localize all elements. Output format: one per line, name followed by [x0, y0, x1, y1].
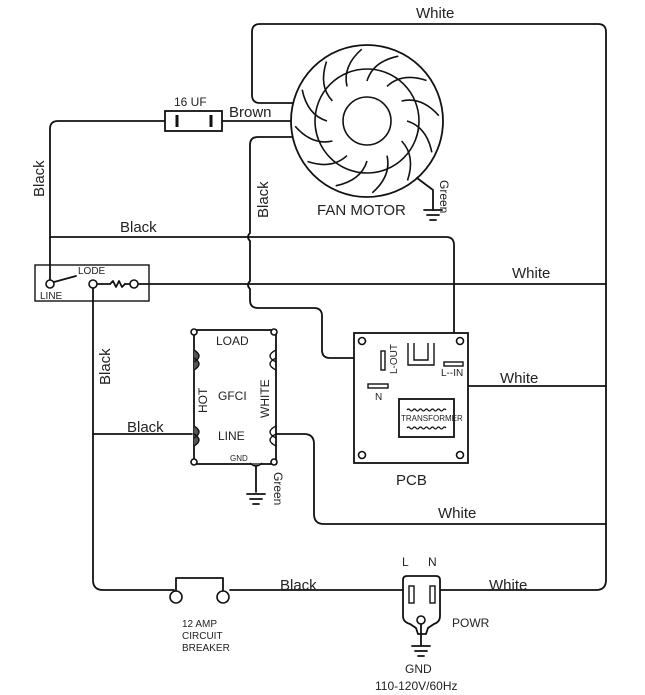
- fan-blade: [366, 55, 399, 82]
- circuit-breaker: 12 AMP CIRCUIT BREAKER: [169, 577, 230, 654]
- green-motor-label: Green: [437, 180, 451, 213]
- pcb-lout-label: L-OUT: [389, 344, 400, 374]
- gfci-gnd-label: GND: [230, 454, 248, 463]
- breaker-label-line2: CIRCUIT: [182, 631, 223, 642]
- wire-label-black-left: Black: [31, 160, 48, 197]
- capacitor-label: 16 UF: [174, 95, 207, 109]
- pcb-lin-label: L--IN: [441, 368, 463, 379]
- gfci-line-label: LINE: [218, 429, 245, 443]
- plug-ground-icon: [411, 645, 431, 657]
- motor-ground-icon: [423, 209, 443, 221]
- wire-black-lin: [49, 236, 455, 363]
- breaker-bridge: [175, 577, 224, 591]
- switch-housing: [34, 264, 150, 302]
- wire-label-black-bottom: Black: [280, 577, 317, 594]
- plug-gnd-label: GND: [405, 662, 432, 676]
- fan-blade: [386, 76, 427, 87]
- switch-terminal-line: [45, 279, 55, 289]
- fan-blade: [335, 160, 368, 187]
- fan-blade: [345, 48, 363, 87]
- fan-motor: Green FAN MOTOR: [290, 44, 451, 221]
- fan-blade: [301, 89, 328, 122]
- fan-blade: [294, 125, 333, 143]
- pcb-board: L-OUT L--IN N TRANSFORMER PCB: [353, 332, 469, 489]
- wire-label-black-top: Black: [120, 219, 157, 236]
- pcb-label: PCB: [396, 472, 427, 489]
- gfci-body: [193, 329, 277, 465]
- fan-motor-outer: [290, 44, 444, 198]
- wire-label-white-pcb: White: [500, 370, 538, 387]
- fan-blade: [371, 155, 389, 194]
- power-label: POWR: [452, 616, 490, 630]
- fan-blades-icon: [294, 48, 440, 194]
- wires: [49, 23, 607, 591]
- capacitor-body: [164, 110, 223, 132]
- selector-switch: LODE LINE: [34, 264, 150, 302]
- wire-label-white-gfci: White: [438, 505, 476, 522]
- pcb-lout-terminal: [380, 350, 386, 371]
- power-rating-label: 110-120V/60Hz: [375, 679, 458, 693]
- fan-motor-label: FAN MOTOR: [317, 202, 406, 219]
- gfci-center-label: GFCI: [218, 389, 247, 403]
- wire-black-motor: [247, 136, 383, 359]
- plug-n-label: N: [428, 555, 437, 569]
- wire-label-white-top: White: [416, 5, 454, 22]
- switch-bottom-label: LINE: [40, 291, 63, 302]
- gfci-hot-label: HOT: [196, 387, 210, 413]
- plug-l-label: L: [402, 555, 409, 569]
- breaker-label-line3: BREAKER: [182, 643, 230, 654]
- gfci-terminal-icons: [193, 349, 277, 467]
- transformer-label: TRANSFORMER: [401, 414, 463, 423]
- capacitor: 16 UF: [164, 95, 223, 132]
- pcb-n-label: N: [375, 392, 382, 403]
- wire-black-capacitor: [49, 120, 166, 285]
- wire-label-white-switch: White: [512, 265, 550, 282]
- plug-ground-pin: [416, 615, 426, 625]
- fan-blade: [307, 155, 348, 166]
- fan-blade: [406, 120, 433, 153]
- gfci-ground-icon: [246, 493, 266, 505]
- wire-label-black-lower: Black: [97, 348, 114, 385]
- gfci-white-label: WHITE: [258, 379, 272, 418]
- breaker-label-line1: 12 AMP: [182, 619, 217, 630]
- fan-blade: [401, 140, 412, 181]
- wire-label-black-gfci: Black: [127, 419, 164, 436]
- wire-labels: White Brown Black Black Black White Whit…: [31, 5, 550, 594]
- switch-terminal-common: [88, 279, 98, 289]
- fan-blade: [401, 99, 440, 117]
- gfci-load-label: LOAD: [216, 334, 249, 348]
- transformer-body: [398, 398, 455, 438]
- relay-icon: [407, 343, 435, 366]
- switch-terminal-load: [129, 279, 139, 289]
- power-plug: L N POWR GND 110-120V/60Hz: [375, 555, 490, 693]
- breaker-terminal-right: [216, 590, 230, 604]
- wire-label-white-bottom: White: [489, 577, 527, 594]
- plug-neutral-prong: [429, 585, 436, 604]
- wire-label-brown: Brown: [229, 104, 272, 121]
- motor-ground-wire: [416, 177, 434, 211]
- wire-white-gfci: [275, 433, 607, 525]
- breaker-terminal-left: [169, 590, 183, 604]
- green-gfci-label: Green: [271, 472, 285, 505]
- switch-lever: [53, 275, 77, 283]
- fan-blade: [322, 61, 333, 102]
- gfci-outlet: LOAD HOT GFCI WHITE LINE GND Green: [190, 328, 285, 505]
- pcb-lin-terminal: [443, 361, 464, 367]
- switch-top-label: LODE: [78, 266, 106, 277]
- plug-line-prong: [408, 585, 415, 604]
- pcb-n-terminal: [367, 383, 389, 389]
- wire-black-lower: [92, 283, 175, 591]
- resistor-icon: [109, 280, 126, 288]
- wire-white-top: [251, 23, 607, 591]
- wire-label-black-motor: Black: [255, 181, 272, 218]
- pcb-body: [353, 332, 469, 464]
